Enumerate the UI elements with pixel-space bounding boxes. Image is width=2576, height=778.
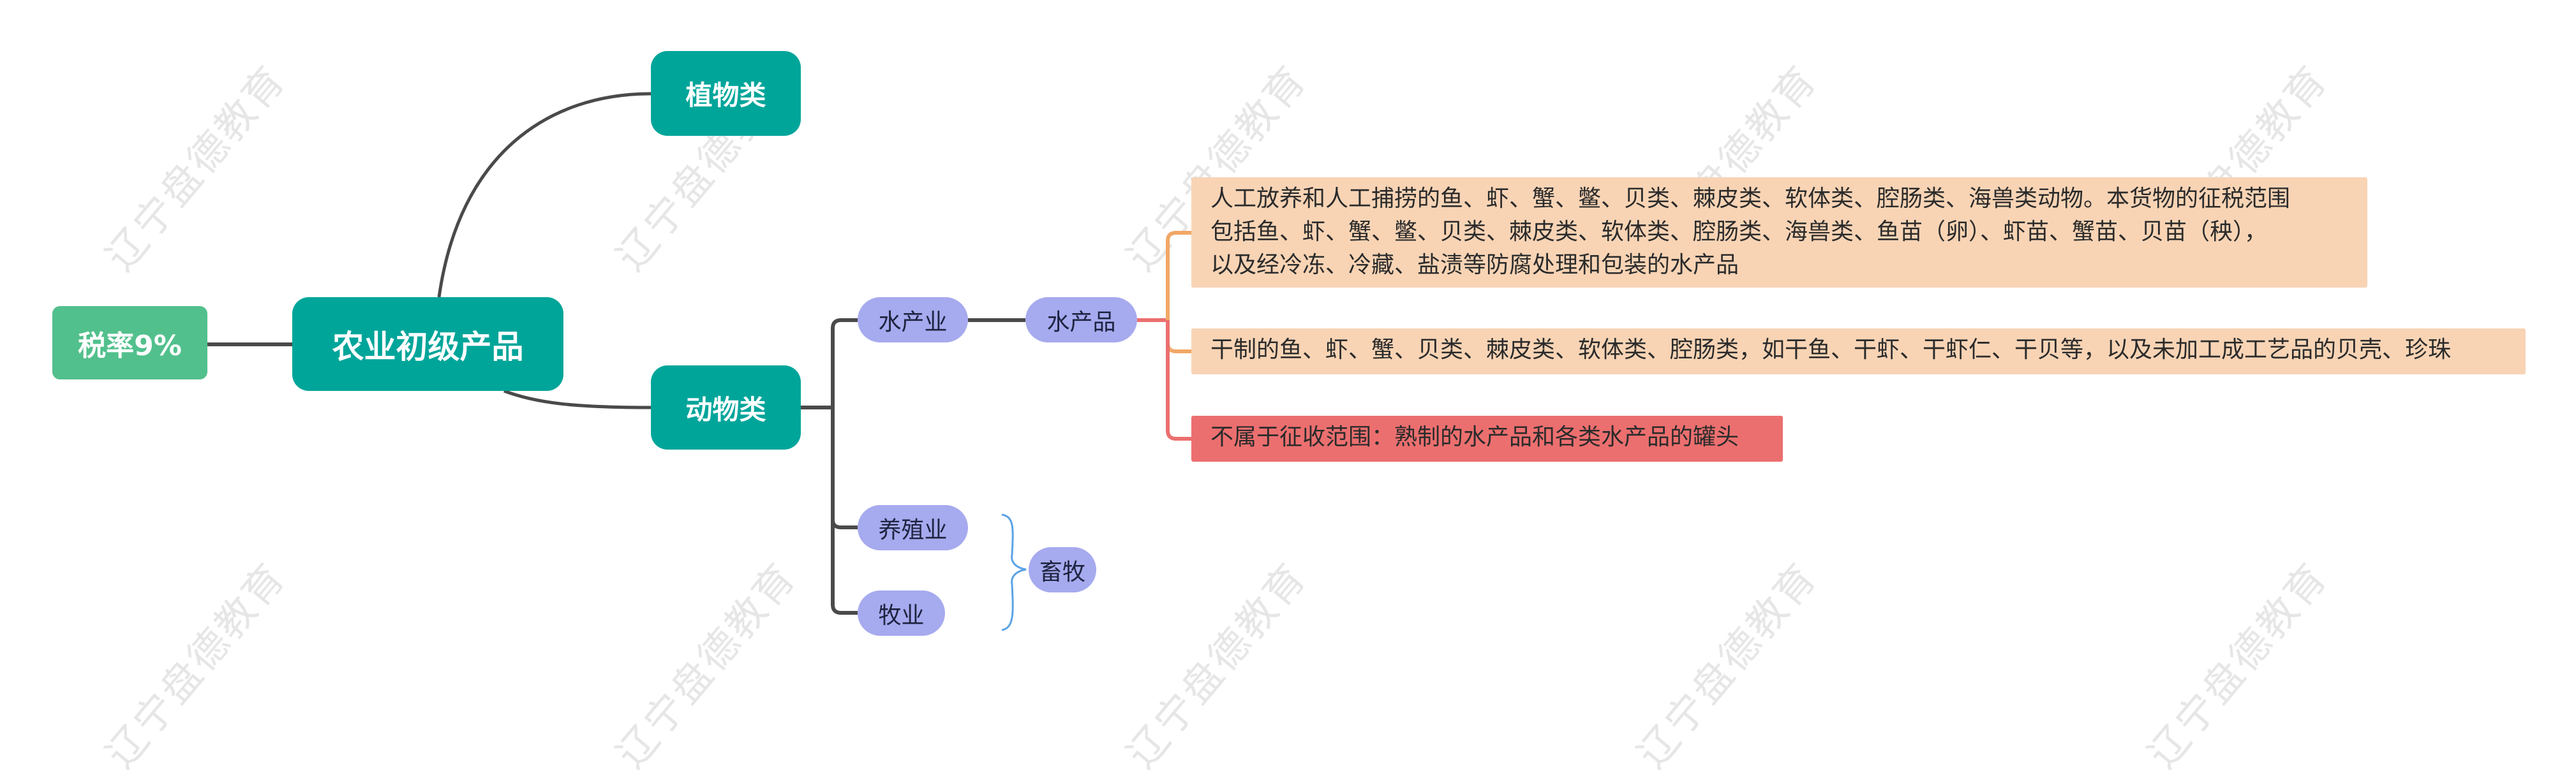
root-label: 农业初级产品 [332,328,524,365]
detail-line: 以及经冷冻、冷藏、盐渍等防腐处理和包装的水产品 [1210,252,1739,278]
detail-excluded[interactable]: 不属于征收范围：熟制的水产品和各类水产品的罐头 [1191,416,1783,462]
connector-lines [207,92,1191,631]
detail-line: 人工放养和人工捕捞的鱼、虾、蟹、鳖、贝类、棘皮类、软体类、腔肠类、海兽类动物。本… [1210,186,2291,212]
detail-line: 包括鱼、虾、蟹、鳖、贝类、棘皮类、软体类、腔肠类、海兽类、鱼苗（卵）、虾苗、蟹苗… [1210,219,2268,245]
root-node[interactable]: 农业初级产品 [292,297,563,391]
detail-aquatic-scope[interactable]: 人工放养和人工捕捞的鱼、虾、蟹、鳖、贝类、棘皮类、软体类、腔肠类、海兽类动物。本… [1191,177,2367,288]
animal-label: 动物类 [685,393,766,425]
tax-rate-node[interactable]: 税率9% [52,306,207,379]
herding-label: 牧业 [878,602,925,629]
detail-dried-products[interactable]: 干制的鱼、虾、蟹、贝类、棘皮类、软体类、腔肠类，如干鱼、干虾、干虾仁、干贝等，以… [1191,328,2526,374]
connector-root-animal [503,389,651,409]
aquatic-product-label: 水产品 [1046,309,1116,335]
brace-icon [1001,513,1027,631]
tax-rate-label: 税率9% [78,329,182,362]
connector-animal-children [831,318,858,615]
plant-node[interactable]: 植物类 [651,51,801,136]
connector-detail-2 [1166,320,1191,353]
livestock-summary-node[interactable]: 畜牧 [1029,547,1096,592]
animal-node[interactable]: 动物类 [651,365,801,450]
connector-root-plant [437,92,651,298]
breeding-node[interactable]: 养殖业 [858,505,968,550]
detail-line: 干制的鱼、虾、蟹、贝类、棘皮类、软体类、腔肠类，如干鱼、干虾、干虾仁、干贝等，以… [1210,337,2452,363]
aquaculture-node[interactable]: 水产业 [858,297,968,342]
connector-detail-1 [1166,231,1191,320]
connector-detail-3 [1166,320,1191,441]
aquaculture-label: 水产业 [878,309,948,335]
breeding-label: 养殖业 [878,517,948,543]
plant-label: 植物类 [685,80,766,111]
detail-line: 不属于征收范围：熟制的水产品和各类水产品的罐头 [1210,424,1739,450]
herding-node[interactable]: 牧业 [858,591,945,636]
aquatic-product-node[interactable]: 水产品 [1025,297,1137,342]
livestock-summary-label: 畜牧 [1039,559,1085,585]
